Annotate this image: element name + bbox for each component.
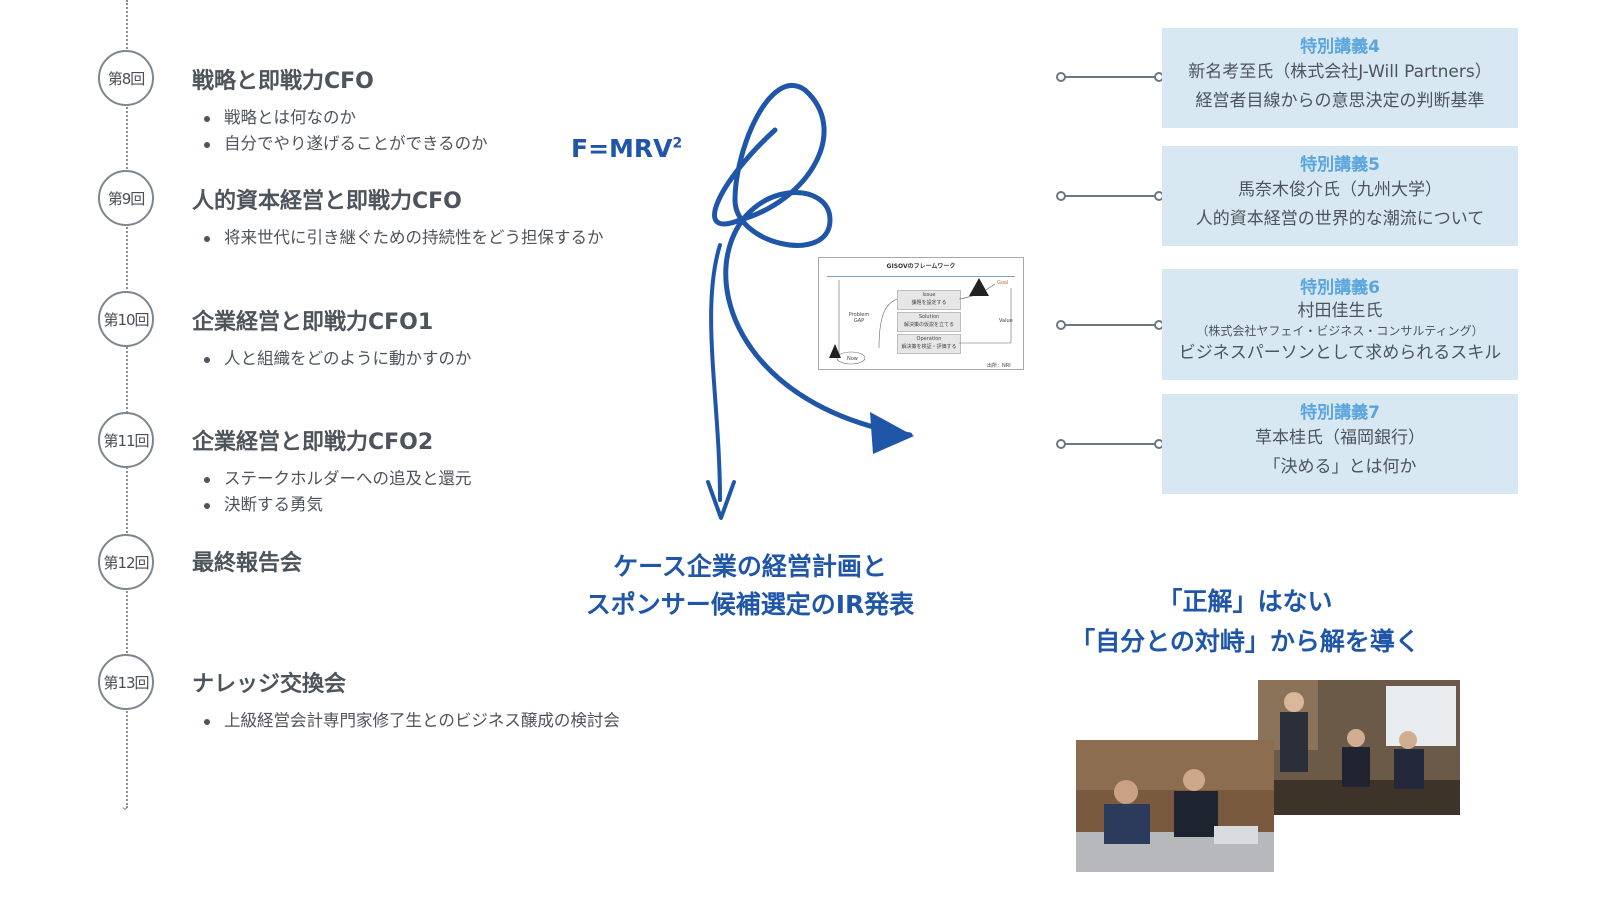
lecture-speaker: 馬奈木俊介氏（九州大学） [1238, 180, 1442, 200]
session-label: 第12回 [103, 553, 149, 572]
framework-figure: GISOVのフレームワーク Problem GAP Issue 課題を設定する … [818, 257, 1024, 370]
formula-superscript: 2 [672, 135, 683, 152]
framework-box-solution: Solution 解決策の仮説を立てる [897, 312, 961, 332]
framework-box-text: 課題を設定する [911, 300, 947, 306]
framework-value-label: Value [999, 318, 1013, 324]
session-9-bullets: 将来世代に引き継ぐための持続性をどう担保するか [200, 225, 604, 251]
lecture-affiliation: （株式会社ヤフェイ・ビジネス・コンサルティング） [1196, 324, 1484, 338]
framework-box-operation: Operation 解決策を検証・評価する [897, 334, 961, 354]
session-label: 第10回 [103, 310, 149, 329]
lecture-box-6: 特別講義6 村田佳生氏 （株式会社ヤフェイ・ビジネス・コンサルティング） ビジネ… [1162, 269, 1518, 380]
session-13-badge: 第13回 [98, 654, 154, 710]
bullet-item: 人と組織をどのように動かすのか [200, 346, 472, 372]
classroom-photo-image [1258, 680, 1460, 815]
framework-box-text: 解決策の仮説を立てる [903, 322, 954, 328]
framework-problem-label: Problem GAP [848, 312, 870, 324]
session-11-bullets: ステークホルダーへの追及と還元 決断する勇気 [200, 466, 472, 518]
framework-rule [827, 276, 1015, 277]
session-9-badge: 第9回 [98, 170, 154, 226]
classroom-photo-laptops [1076, 740, 1274, 872]
connector-line [1056, 72, 1164, 82]
lecture-topic: 経営者目線からの意思決定の判断基準 [1195, 91, 1485, 111]
timeline-line [126, 0, 128, 808]
lecture-speaker: 村田佳生氏 [1297, 301, 1383, 321]
connector-line [1056, 439, 1164, 449]
framework-box-heading: Operation [916, 336, 942, 342]
framework-now-label: Now [847, 356, 858, 362]
session-label: 第11回 [103, 431, 149, 450]
framework-box-heading: Solution [918, 314, 940, 320]
bullet-item: 自分でやり遂げることができるのか [200, 131, 488, 157]
framework-goal-label: Goal [997, 280, 1009, 286]
session-10-bullets: 人と組織をどのように動かすのか [200, 346, 472, 372]
framework-box-text: 解決策を検証・評価する [901, 344, 957, 350]
lecture-number: 特別講義7 [1300, 403, 1380, 423]
bullet-item: 決断する勇気 [200, 492, 472, 518]
lecture-topic: 「決める」とは何か [1263, 457, 1417, 477]
formula-base: F=MRV [571, 134, 673, 163]
loop-arrows-icon [706, 83, 914, 520]
session-label: 第9回 [107, 189, 146, 208]
session-12-title: 最終報告会 [192, 551, 303, 576]
session-13-title: ナレッジ交換会 [192, 672, 347, 697]
framework-source-label: 出所：NRI [987, 363, 1011, 369]
case-text-line: ケース企業の経営計画と [613, 552, 887, 581]
lecture-topic: ビジネスパーソンとして求められるスキル [1178, 343, 1502, 363]
lecture-box-5: 特別講義5 馬奈木俊介氏（九州大学） 人的資本経営の世界的な潮流について [1162, 146, 1518, 246]
classroom-photo-standing [1258, 680, 1460, 815]
case-presentation-text: ケース企業の経営計画と スポンサー候補選定のIR発表 [560, 548, 940, 624]
framework-lines-icon [829, 278, 1012, 365]
bullet-item: 将来世代に引き継ぐための持続性をどう担保するか [200, 225, 604, 251]
connector-line [1056, 191, 1164, 201]
connector-line [1056, 320, 1164, 330]
session-10-title: 企業経営と即戦力CFO1 [192, 310, 434, 335]
session-11-badge: 第11回 [98, 412, 154, 468]
session-label: 第13回 [103, 673, 149, 692]
session-label: 第8回 [107, 69, 146, 88]
lecture-box-7: 特別講義7 草本桂氏（福岡銀行） 「決める」とは何か [1162, 394, 1518, 494]
bullet-item: ステークホルダーへの追及と還元 [200, 466, 472, 492]
session-13-bullets: 上級経営会計専門家修了生とのビジネス醸成の検討会 [200, 708, 620, 734]
lecture-topic: 人的資本経営の世界的な潮流について [1195, 209, 1485, 229]
lecture-number: 特別講義6 [1300, 278, 1380, 298]
lecture-speaker: 草本桂氏（福岡銀行） [1255, 428, 1425, 448]
session-8-title: 戦略と即戦力CFO [192, 69, 374, 94]
session-11-title: 企業経営と即戦力CFO2 [192, 430, 434, 455]
formula: F=MRV2 [571, 134, 682, 163]
framework-box-heading: Issue [922, 292, 936, 298]
bullet-item: 上級経営会計専門家修了生とのビジネス醸成の検討会 [200, 708, 620, 734]
answer-text-line: 「自分との対峙」から解を導く [1070, 627, 1420, 656]
answer-text-line: 「正解」はない [1157, 587, 1333, 616]
lecture-number: 特別講義4 [1300, 37, 1380, 57]
lecture-box-4: 特別講義4 新名考至氏（株式会社J-Will Partners） 経営者目線から… [1162, 28, 1518, 128]
lecture-number: 特別講義5 [1300, 155, 1380, 175]
session-10-badge: 第10回 [98, 291, 154, 347]
case-text-line: スポンサー候補選定のIR発表 [585, 590, 915, 619]
answer-message-text: 「正解」はない 「自分との対峙」から解を導く [1030, 582, 1460, 662]
framework-title: GISOVのフレームワーク [886, 263, 956, 270]
framework-box-issue: Issue 課題を設定する [897, 290, 961, 310]
bullet-item: 戦略とは何なのか [200, 105, 488, 131]
lecture-speaker: 新名考至氏（株式会社J-Will Partners） [1188, 62, 1492, 82]
timeline-arrow-icon: ⌄ [120, 799, 131, 813]
session-9-title: 人的資本経営と即戦力CFO [192, 189, 462, 214]
classroom-photo-image [1076, 740, 1274, 872]
session-8-badge: 第8回 [98, 50, 154, 106]
session-12-badge: 第12回 [98, 534, 154, 590]
session-8-bullets: 戦略とは何なのか 自分でやり遂げることができるのか [200, 105, 488, 157]
